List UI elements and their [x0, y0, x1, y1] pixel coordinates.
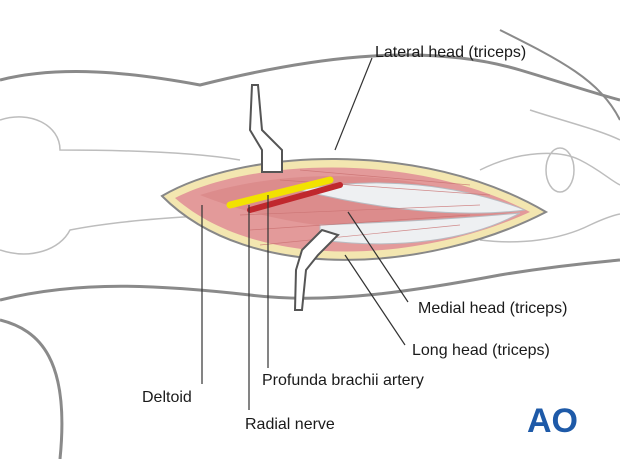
ao-logo: AO: [527, 402, 578, 440]
radial-nerve: [226, 176, 334, 209]
label-long-head: Long head (triceps): [412, 342, 550, 359]
label-radial-nerve: Radial nerve: [245, 416, 335, 433]
surgical-incision: [160, 158, 549, 261]
leader-lines: [201, 57, 409, 410]
arm-outline: [0, 29, 620, 459]
profunda-brachii-artery: [247, 182, 343, 213]
label-deltoid: Deltoid: [142, 389, 192, 406]
label-profunda-brachii-artery: Profunda brachii artery: [262, 372, 424, 389]
label-medial-head: Medial head (triceps): [418, 300, 567, 317]
label-lateral-head: Lateral head (triceps): [375, 44, 526, 61]
retractor-lower: [293, 228, 340, 311]
retractor-upper: [248, 84, 283, 173]
